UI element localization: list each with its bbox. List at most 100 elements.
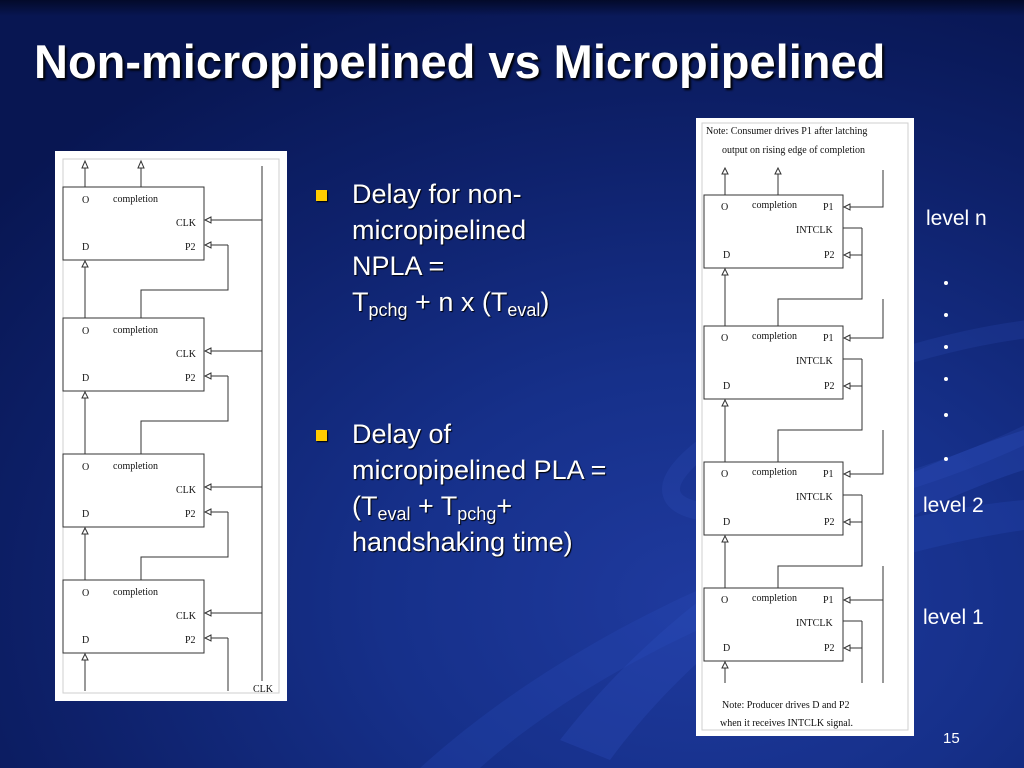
stage-p1-label: P1	[823, 333, 834, 344]
stage-completion-label: completion	[113, 587, 158, 598]
arrow-left-icon	[842, 382, 851, 390]
ellipsis-dot	[944, 457, 948, 461]
bullet-line: Delay for non-	[352, 179, 522, 209]
stage-input-label: D	[82, 373, 89, 384]
stage-completion-label: completion	[113, 461, 158, 472]
stage-p2-label: P2	[824, 250, 835, 261]
stage-output-label: O	[721, 202, 728, 213]
micropipelined-schematic: Note: Consumer drives P1 after latching …	[701, 122, 909, 731]
level-1-label: level 1	[923, 606, 984, 629]
stage-p2-label: P2	[185, 509, 196, 520]
stage-clock-label: CLK	[176, 218, 197, 229]
stage-input-label: D	[723, 250, 730, 261]
stage-p2-label: P2	[185, 635, 196, 646]
stage-input-label: D	[723, 517, 730, 528]
page-number: 15	[943, 730, 960, 747]
stage-p2-label: P2	[185, 373, 196, 384]
stage-box	[703, 194, 844, 269]
arrow-left-icon	[842, 470, 851, 478]
stage-completion-label: completion	[113, 194, 158, 205]
completion-wire	[140, 245, 229, 318]
stage-input-label: D	[723, 381, 730, 392]
formula-part: )	[540, 287, 550, 317]
stage-output-label: O	[721, 333, 728, 344]
stage-completion-label: completion	[752, 200, 797, 211]
stage-p1-label: P1	[823, 595, 834, 606]
stage-output-label: O	[721, 469, 728, 480]
bullet-marker	[316, 190, 327, 201]
stage-p1-label: P1	[823, 469, 834, 480]
arrow-left-icon	[203, 216, 212, 224]
stage-input-label: D	[82, 242, 89, 253]
arrow-up-icon	[721, 398, 729, 407]
arrow-left-icon	[203, 372, 212, 380]
formula-subscript: eval	[507, 300, 541, 320]
arrow-up-icon	[721, 660, 729, 669]
arrow-up-icon	[774, 166, 782, 175]
arrow-up-icon	[721, 267, 729, 276]
stage-box	[703, 587, 844, 662]
handshake-wire	[777, 495, 863, 588]
top-note-line1: Note: Consumer drives P1 after latching	[706, 126, 867, 137]
arrow-up-icon	[81, 526, 89, 535]
formula-part: + T	[410, 491, 458, 521]
p1-wire	[843, 170, 884, 208]
stage-box	[62, 579, 205, 654]
micropipelined-diagram: Note: Consumer drives P1 after latching …	[696, 118, 914, 736]
stage-output-label: O	[82, 195, 89, 206]
p1-wire	[850, 430, 884, 475]
top-band	[0, 0, 1024, 16]
bullet-line: Delay of	[352, 419, 452, 449]
slide-title: Non-micropipelined vs Micropipelined	[34, 35, 886, 88]
arrow-left-icon	[203, 241, 212, 249]
stage-box	[703, 461, 844, 536]
ellipsis-dot	[944, 413, 948, 417]
bullet-marker	[316, 430, 327, 441]
stage-intclk-label: INTCLK	[796, 356, 833, 367]
bullet-line: micropipelined PLA =	[352, 455, 607, 485]
formula-part: +	[496, 491, 513, 521]
stage-completion-label: completion	[752, 467, 797, 478]
stage-clock-label: CLK	[176, 349, 197, 360]
bullet-line: micropipelined	[352, 215, 527, 245]
stage-box	[62, 186, 205, 261]
formula-part: (T	[352, 491, 378, 521]
stage-output-label: O	[82, 462, 89, 473]
arrow-left-icon	[842, 518, 851, 526]
arrow-left-icon	[203, 508, 212, 516]
stage-box	[62, 317, 205, 392]
stage-intclk-label: INTCLK	[796, 618, 833, 629]
stage-box	[62, 453, 205, 528]
arrow-left-icon	[203, 347, 212, 355]
ellipsis-dot	[944, 345, 948, 349]
stage-completion-label: completion	[752, 331, 797, 342]
p1-wire	[850, 299, 884, 339]
arrow-left-icon	[203, 609, 212, 617]
arrow-left-icon	[203, 634, 212, 642]
formula-subscript: eval	[377, 504, 411, 524]
delay-formula: (Teval + Tpchg+	[352, 488, 606, 524]
level-n-label: level n	[926, 207, 987, 230]
stage-p2-label: P2	[185, 242, 196, 253]
stage-output-label: O	[721, 595, 728, 606]
bottom-note-line2: when it receives INTCLK signal.	[720, 718, 853, 729]
stage-completion-label: completion	[752, 593, 797, 604]
stage-input-label: D	[82, 635, 89, 646]
stage-box	[703, 325, 844, 400]
stage-clock-label: CLK	[176, 611, 197, 622]
stage-completion-label: completion	[113, 325, 158, 336]
arrow-left-icon	[842, 251, 851, 259]
arrow-left-icon	[842, 596, 851, 604]
p1-wire	[850, 566, 884, 601]
bullet-line: NPLA =	[352, 251, 445, 281]
arrow-up-icon	[721, 166, 729, 175]
bullet-line: handshaking time)	[352, 527, 573, 557]
arrow-up-icon	[81, 652, 89, 661]
formula-part: T	[352, 287, 369, 317]
